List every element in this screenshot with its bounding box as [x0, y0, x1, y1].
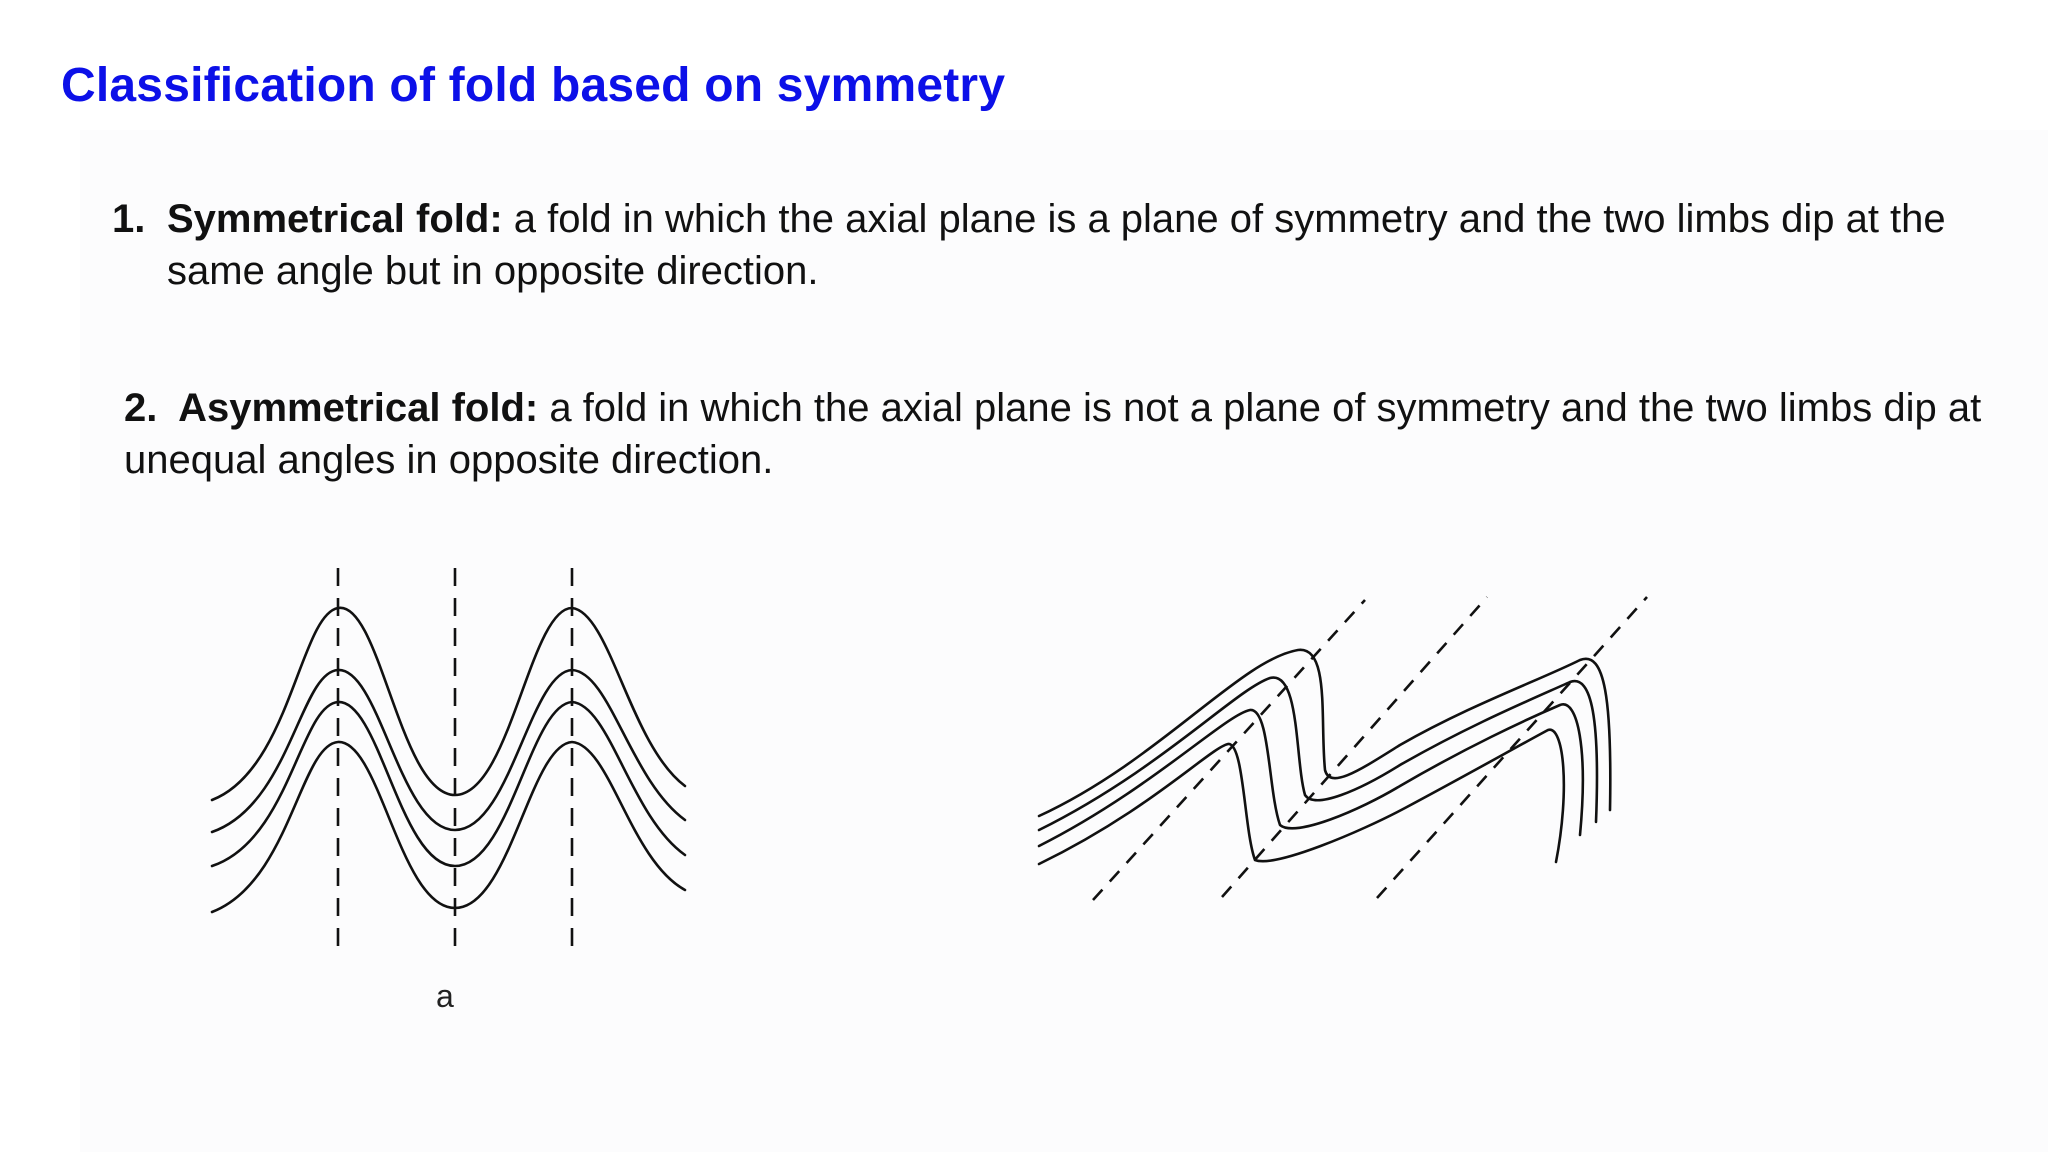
asymmetrical-fold-layers — [1037, 648, 1612, 866]
figure-label-a: a — [436, 978, 454, 1014]
item-number: 1. — [112, 197, 146, 241]
asymmetrical-fold-diagram — [1037, 596, 1648, 901]
symmetrical-fold-layers — [210, 606, 687, 914]
fold-layer — [210, 740, 687, 914]
term-asymmetrical-fold: Asymmetrical fold: — [178, 386, 539, 430]
definition-asymmetrical-fold: 2. Asymmetrical fold: a fold in which th… — [124, 382, 1984, 486]
fold-layer — [1037, 728, 1566, 866]
axial-plane-line — [1221, 596, 1488, 898]
axial-plane-line — [1376, 596, 1648, 899]
fold-layer — [210, 700, 687, 868]
fold-layer — [1037, 703, 1585, 848]
content-panel — [80, 130, 2048, 1152]
symmetrical-axial-planes — [336, 568, 574, 952]
definition-symmetrical-fold: 1. Symmetrical fold: a fold in which the… — [112, 193, 2012, 297]
definition-text: a fold in which the axial plane is a pla… — [167, 197, 1946, 293]
fold-layer — [1037, 648, 1612, 818]
asymmetrical-axial-planes — [1092, 596, 1648, 901]
symmetrical-fold-diagram — [210, 568, 687, 952]
fold-layer — [210, 668, 687, 834]
axial-plane-line — [1092, 599, 1366, 901]
fold-layer — [1037, 676, 1599, 832]
definition-text: a fold in which the axial plane is not a… — [124, 386, 1982, 482]
term-symmetrical-fold: Symmetrical fold: — [167, 197, 503, 241]
slide-title: Classification of fold based on symmetry — [61, 59, 1006, 112]
item-number: 2. — [124, 386, 158, 430]
fold-layer — [210, 606, 687, 802]
